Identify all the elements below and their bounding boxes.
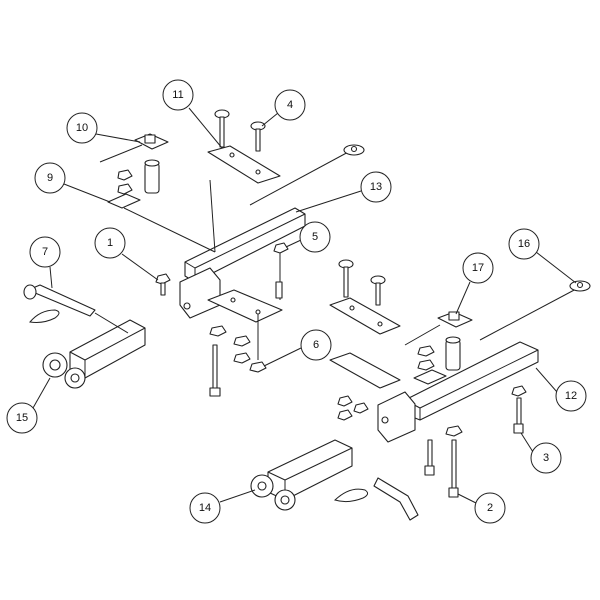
svg-text:11: 11 — [172, 89, 183, 101]
pin-7 — [27, 284, 96, 317]
callout-16: 16 — [508, 228, 540, 260]
svg-text:2: 2 — [487, 502, 493, 514]
receiver-tube-15 — [69, 319, 146, 379]
callout-2: 2 — [474, 492, 506, 524]
bolt-3 — [516, 397, 522, 427]
plate-9 — [107, 193, 141, 209]
callout-13: 13 — [360, 171, 392, 203]
callout-15: 15 — [6, 402, 38, 434]
receiver-left — [23, 284, 146, 389]
svg-text:4: 4 — [287, 99, 293, 111]
leader-lines — [32, 107, 577, 504]
callout-12: 12 — [555, 380, 587, 412]
callout-4: 4 — [274, 89, 306, 121]
hitch-clip — [29, 309, 60, 323]
svg-text:5: 5 — [312, 231, 318, 243]
svg-text:7: 7 — [42, 246, 48, 258]
svg-text:12: 12 — [565, 390, 577, 402]
svg-text:15: 15 — [16, 412, 28, 424]
receiver-right — [250, 439, 419, 521]
callout-5: 5 — [299, 221, 331, 253]
rod-16 — [479, 287, 579, 341]
callout-14: 14 — [189, 492, 221, 524]
hitch-clip-2 — [334, 488, 369, 503]
spacer — [144, 162, 160, 194]
callout-1: 1 — [94, 227, 126, 259]
right-mount-assembly — [329, 259, 591, 498]
svg-text:6: 6 — [313, 339, 319, 351]
callout-6: 6 — [300, 329, 332, 361]
carriage-bolt — [219, 116, 225, 148]
nut-1 — [155, 273, 171, 285]
svg-text:10: 10 — [76, 122, 88, 134]
plate-right — [329, 297, 401, 335]
svg-text:13: 13 — [370, 181, 382, 193]
pin — [373, 477, 419, 521]
plate-lower-right — [329, 352, 401, 389]
callout-11: 11 — [162, 79, 194, 111]
svg-text:1: 1 — [107, 237, 113, 249]
svg-text:16: 16 — [518, 238, 530, 250]
svg-text:17: 17 — [472, 262, 484, 274]
left-mount-assembly — [99, 109, 365, 397]
callout-17: 17 — [462, 252, 494, 284]
callout-9: 9 — [34, 162, 66, 194]
svg-text:9: 9 — [47, 172, 53, 184]
nut-5 — [273, 242, 289, 254]
callout-10: 10 — [66, 112, 98, 144]
plate-bottom — [207, 289, 283, 323]
bolt-2 — [451, 439, 457, 491]
rod-13 — [249, 149, 353, 206]
carriage-bolt-4 — [255, 128, 261, 152]
svg-text:14: 14 — [199, 502, 211, 514]
callout-3: 3 — [530, 442, 562, 474]
callout-7: 7 — [29, 236, 61, 268]
bolt-6 — [212, 344, 218, 391]
plate-11 — [207, 145, 281, 184]
svg-text:3: 3 — [543, 452, 549, 464]
